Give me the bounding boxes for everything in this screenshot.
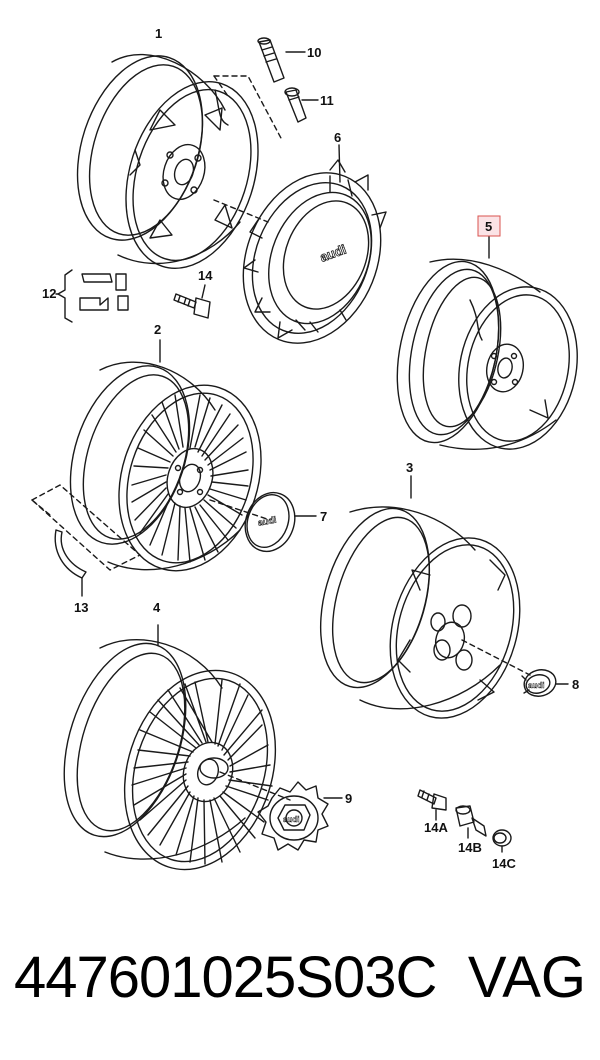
wire-spoke-wheel-part-4 bbox=[63, 624, 277, 871]
hub-cap-part-6 bbox=[242, 144, 387, 344]
callout-8: 8 bbox=[572, 677, 579, 692]
callout-11: 11 bbox=[320, 93, 334, 108]
trim-segment-part-13 bbox=[54, 529, 87, 597]
audi-logo-cap-7: audi bbox=[257, 515, 277, 528]
footer: 447601025S03C VAG bbox=[0, 930, 600, 1040]
center-cap-part-7 bbox=[244, 491, 317, 553]
callout-2: 2 bbox=[154, 322, 161, 337]
spare-wheel-part-5 bbox=[396, 235, 578, 450]
audi-logo-hubcap: audi bbox=[318, 242, 348, 265]
callout-5: 5 bbox=[485, 219, 492, 234]
callout-14b: 14B bbox=[458, 840, 482, 855]
callout-3: 3 bbox=[406, 460, 413, 475]
audi-logo-cap-8: audi bbox=[528, 681, 544, 690]
alloy-wheel-part-2 bbox=[69, 339, 262, 572]
part-number: 447601025S03C bbox=[14, 945, 437, 1010]
callout-14c: 14C bbox=[492, 856, 516, 871]
callout-14a: 14A bbox=[424, 820, 448, 835]
center-cap-part-8 bbox=[521, 669, 569, 697]
callout-12: 12 bbox=[42, 286, 56, 301]
spinner-cap-part-9 bbox=[257, 781, 343, 851]
wheel-parts-diagram: audi audi audi audi 1 10 11 6 5 14 12 2 … bbox=[31, 26, 579, 871]
cap-part-14c bbox=[492, 829, 512, 853]
wheel-bolt-part-14 bbox=[173, 284, 211, 319]
valve-part-11 bbox=[284, 87, 319, 123]
brand-name: VAG bbox=[467, 945, 586, 1010]
steel-wheel-part-1 bbox=[76, 53, 259, 269]
bolt-part-14a bbox=[417, 789, 447, 821]
audi-logo-cap-9: audi bbox=[283, 815, 299, 824]
steel-wheel-part-3 bbox=[319, 475, 521, 719]
lock-bolt-part-14b bbox=[455, 805, 487, 839]
callout-4: 4 bbox=[153, 600, 161, 615]
callout-1: 1 bbox=[155, 26, 162, 41]
callout-13: 13 bbox=[74, 600, 88, 615]
valve-stem-part-10 bbox=[257, 37, 306, 83]
callout-14: 14 bbox=[198, 268, 213, 283]
callout-7: 7 bbox=[320, 509, 327, 524]
balance-weights-part-12 bbox=[55, 269, 129, 323]
callout-5-highlight bbox=[477, 215, 501, 237]
callout-9: 9 bbox=[345, 791, 352, 806]
callout-10: 10 bbox=[307, 45, 321, 60]
callout-6: 6 bbox=[334, 130, 341, 145]
